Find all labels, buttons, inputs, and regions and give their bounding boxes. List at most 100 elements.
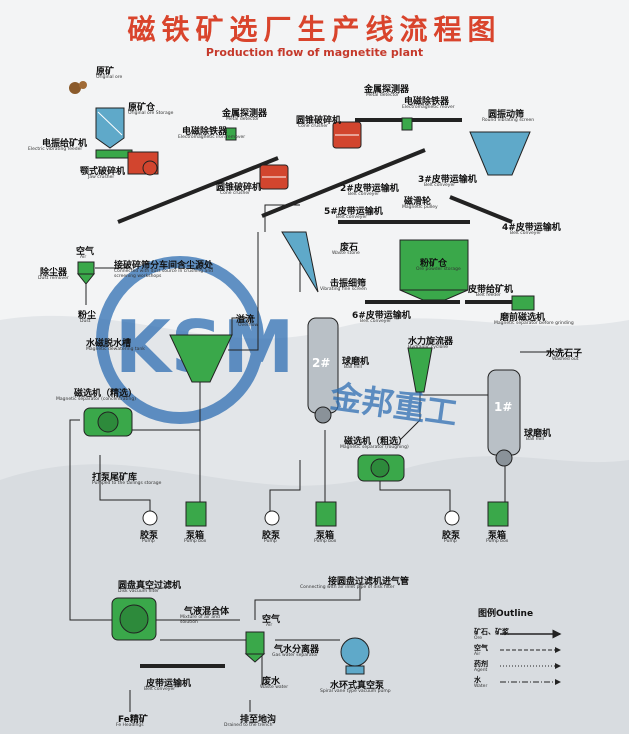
legend-item-2-en: Agent: [474, 668, 488, 673]
label-dust-en: Dust: [80, 319, 91, 324]
label-air-1-en: Air: [80, 255, 87, 260]
label-jaw-crusher-en: Jaw crusher: [88, 175, 115, 180]
label-disc-pipe: 接圆盘过滤机进气管: [328, 577, 410, 587]
label-metal-detector-2-en: Metal detector: [366, 93, 399, 98]
label-belt-last-en: Belt conveyer: [144, 687, 176, 692]
label-dust-remover: 除尘器: [40, 268, 68, 278]
label-dewater-tank: 水磁脱水槽: [86, 339, 132, 349]
magnetic-separator-pre-shape: [511, 295, 535, 311]
label-mag-sep-conc: 磁选机（精选）: [74, 389, 138, 399]
label-dewater-tank-en: Magnetic dewatering tank: [86, 347, 145, 352]
label-vib-feeder: 电振给矿机: [42, 139, 88, 149]
label-pump-2-en: Pump: [264, 539, 277, 544]
label-ore-bin-en: Original ore Storage: [128, 111, 174, 116]
label-box-3: 泵箱: [488, 531, 507, 541]
label-pump-3-en: Pump: [444, 539, 457, 544]
metal-detector-shape: [225, 117, 413, 141]
label-raw-ore: 原矿: [96, 67, 115, 77]
legend-item-2: 药剂: [474, 660, 488, 668]
label-box-1-en: Pump box: [184, 539, 207, 544]
label-dust-conn-en: Connected with dust source in crushing a…: [114, 269, 214, 279]
pump-set-1: [142, 501, 207, 527]
label-dust-conn: 接破碎筛分车间含尘源处: [114, 261, 214, 271]
round-vibrating-screen-shape: [469, 131, 531, 176]
label-round-screen: 圆振动筛: [488, 110, 525, 120]
label-fe-powder: Fe精矿: [118, 715, 148, 725]
legend-item-1-en: Air: [474, 652, 481, 657]
label-belt-6-en: Belt conveyer: [360, 319, 392, 324]
label-mag-pulley: 磁滑轮: [404, 197, 432, 207]
label-iron-remover-2-en: Electromagnetic mover: [402, 105, 455, 110]
label-metal-detector-1: 金属探测器: [222, 109, 268, 119]
label-dust-remover-en: Dust remover: [38, 276, 69, 281]
background-mountain-2: [0, 456, 629, 734]
label-air-1: 空气: [76, 247, 95, 257]
label-pump-3: 胶泵: [442, 531, 461, 541]
label-air-solution-en: Mixture of air and solution: [180, 615, 220, 625]
label-drain-en: Drained to the trench: [224, 723, 273, 728]
label-box-2-en: Pump box: [314, 539, 337, 544]
label-belt-feeder-en: Belt feeder: [476, 293, 501, 298]
vibrating-fine-screen-shape: [281, 231, 319, 293]
page-title: 磁铁矿选厂生产线流程图: [127, 13, 502, 46]
label-ball-mill-1: 球磨机: [342, 357, 370, 367]
label-belt-4-en: Belt conveyer: [510, 231, 542, 236]
label-dust: 粉尘: [78, 311, 97, 321]
magnetic-separator-roughing-shape: [357, 454, 405, 482]
vacuum-pump-shape: [340, 637, 370, 675]
label-pump-2: 胶泵: [262, 531, 281, 541]
label-ball-mill-2: 球磨机: [524, 429, 552, 439]
label-cyclone-en: Hydraulic cyclone: [408, 345, 449, 350]
label-waste-water: 废水: [262, 677, 281, 687]
hydraulic-cyclone-shape: [407, 347, 433, 393]
label-washed-out: 水洗石子: [546, 349, 583, 359]
label-iron-remover: 电磁除铁器: [182, 127, 228, 137]
label-belt-4: 4#皮带运输机: [502, 223, 561, 233]
label-mill-2-number: 2#: [312, 356, 331, 370]
raw-ore-shape: [69, 81, 87, 94]
label-pump-1: 胶泵: [140, 531, 159, 541]
belt-conveyer-4: [449, 195, 513, 224]
belt-conveyer-1: [117, 156, 279, 224]
label-belt-6: 6#皮带运输机: [352, 311, 411, 321]
label-round-screen-en: Round vibrating screen: [482, 118, 535, 123]
label-fe-powder-en: Fe Headings: [116, 723, 144, 728]
label-tailings: 打泵尾矿库: [92, 473, 138, 483]
dewatering-tank-shape: [169, 334, 233, 383]
label-cyclone: 水力旋流器: [408, 337, 454, 347]
legend-item-3-en: Water: [474, 684, 488, 689]
label-drain: 排至地沟: [240, 715, 277, 725]
magnetic-separator-concentrating-shape: [83, 407, 133, 437]
vibrating-feeder-shape: [95, 149, 133, 159]
label-mill-1-number: 1#: [494, 400, 513, 414]
label-jaw-crusher: 颚式破碎机: [80, 167, 126, 177]
legend-item-0: 矿石、矿浆: [474, 628, 509, 636]
label-vacuum-pump: 水环式真空泵: [330, 681, 385, 691]
label-iron-remover-en: Electromagnetic iron remover: [178, 135, 246, 140]
label-mag-sep-conc-en: Magnetic separator (concentrating): [56, 397, 136, 402]
cone-crusher-1-shape: [259, 164, 289, 190]
legend-lines: [500, 629, 562, 685]
label-metal-detector-1-en: Metal detector: [226, 117, 259, 122]
label-fine-screen-en: Vibrating fine screen: [320, 287, 367, 292]
legend-title: 图例Outline: [478, 609, 534, 619]
label-raw-ore-en: Original ore: [96, 75, 123, 80]
label-powder-bin-en: Ore powder storage: [416, 267, 461, 272]
ball-mill-2-shape: [307, 317, 339, 424]
label-box-1: 泵箱: [186, 531, 205, 541]
ore-powder-bin-shape: [399, 239, 469, 301]
label-belt-last: 皮带运输机: [146, 679, 192, 689]
label-ball-mill-2-en: Ball mill: [526, 437, 544, 442]
label-tailings-en: Pumped to the tailings storage: [92, 481, 162, 486]
label-vacuum-pump-en: Spiral vane type vacuum pump: [320, 689, 391, 694]
label-disc-pipe-en: Connecting with air inlet pipe of disk f…: [300, 585, 395, 590]
original-ore-bin-shape: [95, 107, 125, 149]
page-subtitle: Production flow of magnetite plant: [205, 46, 424, 59]
label-cone-crusher-1: 圆锥破碎机: [216, 183, 262, 193]
label-belt-5-en: Belt conveyer: [336, 215, 368, 220]
label-belt-3-en: Belt conveyer: [424, 183, 456, 188]
label-ball-mill-1-en: Ball mill: [344, 365, 362, 370]
label-gas-water-sep: 气水分离器: [274, 645, 320, 655]
dust-remover-shape: [76, 261, 96, 285]
